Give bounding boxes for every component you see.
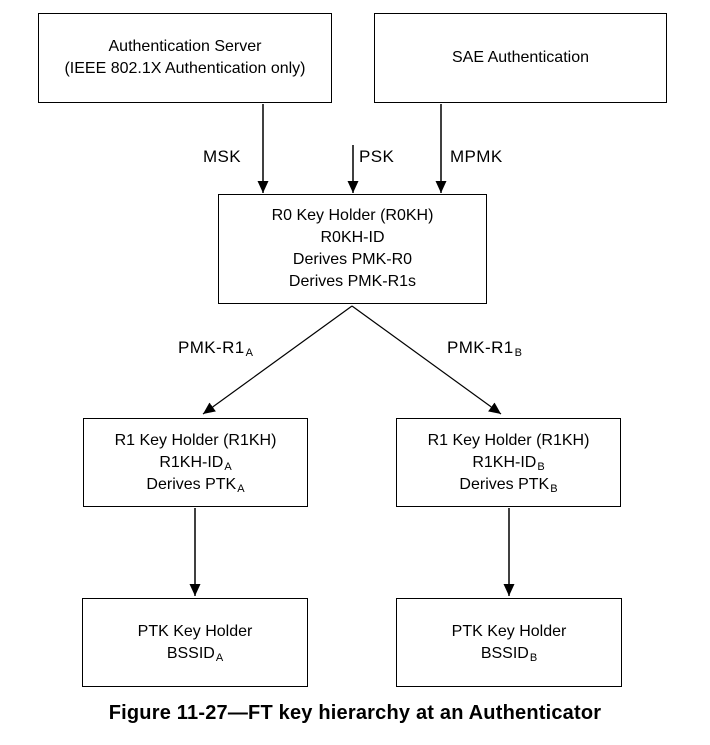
r0-derives-pmk-r1s-line: Derives PMK-R1s <box>288 273 417 290</box>
ptk-key-holder-b-title: PTK Key Holder <box>451 622 567 640</box>
auth-server-subtitle: (IEEE 802.1X Authentication only) <box>64 60 306 77</box>
sae-authentication-box: SAE Authentication <box>374 13 667 103</box>
bssid-a-line: BSSIDA <box>167 643 223 665</box>
figure-caption: Figure 11-27—FT key hierarchy at an Auth… <box>108 702 602 724</box>
auth-server-title: Authentication Server <box>108 38 262 55</box>
r1-key-holder-b-title: R1 Key Holder (R1KH) <box>427 431 590 449</box>
pmk-r1b-label-main: PMK-R1 <box>447 338 514 357</box>
mpmk-label: MPMK <box>450 147 503 166</box>
ptk-key-holder-b-box: PTK Key Holder BSSIDB <box>396 598 622 687</box>
pmk-r1b-arrow <box>351 305 502 415</box>
sae-authentication-title: SAE Authentication <box>452 49 589 66</box>
pmk-r1a-label-subscript: A <box>245 347 254 359</box>
bssid-b-main: BSSID <box>480 644 529 662</box>
ptk-key-holder-a-title: PTK Key Holder <box>137 622 253 640</box>
derives-ptk-a-line: Derives PTKA <box>146 474 244 496</box>
r1kh-id-b-main: R1KH-ID <box>472 453 537 471</box>
r1-key-holder-a-box: R1 Key Holder (R1KH) R1KH-IDA Derives PT… <box>83 418 308 507</box>
derives-ptk-b-main: Derives PTK <box>459 475 550 493</box>
r1kh-id-b-line: R1KH-IDB <box>472 452 544 474</box>
derives-ptk-b-subscript: B <box>550 482 558 495</box>
bssid-a-subscript: A <box>215 651 224 664</box>
derives-ptk-a-subscript: A <box>237 482 245 495</box>
derives-ptk-b-line: Derives PTKB <box>459 474 557 496</box>
bssid-b-line: BSSIDB <box>481 643 537 665</box>
ptk-key-holder-a-box: PTK Key Holder BSSIDA <box>82 598 308 687</box>
psk-label: PSK <box>359 147 395 166</box>
derives-ptk-a-main: Derives PTK <box>146 475 237 493</box>
pmk-r1a-label-main: PMK-R1 <box>178 338 245 357</box>
r1-key-holder-b-box: R1 Key Holder (R1KH) R1KH-IDB Derives PT… <box>396 418 621 507</box>
r1kh-id-a-line: R1KH-IDA <box>159 452 231 474</box>
r0kh-id-line: R0KH-ID <box>320 229 385 246</box>
r0-derives-pmk-r0-line: Derives PMK-R0 <box>292 251 413 268</box>
auth-server-box: Authentication Server (IEEE 802.1X Authe… <box>38 13 332 103</box>
pmk-r1a-arrow <box>202 305 353 415</box>
pmk-r1b-label: PMK-R1B <box>447 338 523 359</box>
pmk-r1a-label: PMK-R1A <box>178 338 254 359</box>
r1-key-holder-a-title: R1 Key Holder (R1KH) <box>114 431 277 449</box>
pmk-r1b-label-subscript: B <box>514 347 523 359</box>
bssid-a-main: BSSID <box>166 644 215 662</box>
r1kh-id-a-subscript: A <box>224 460 232 473</box>
msk-label: MSK <box>203 147 242 166</box>
r1kh-id-b-subscript: B <box>537 460 545 473</box>
r0-key-holder-box: R0 Key Holder (R0KH) R0KH-ID Derives PMK… <box>218 194 487 304</box>
r1kh-id-a-main: R1KH-ID <box>159 453 224 471</box>
bssid-b-subscript: B <box>529 651 538 664</box>
r0-key-holder-title: R0 Key Holder (R0KH) <box>271 207 434 224</box>
